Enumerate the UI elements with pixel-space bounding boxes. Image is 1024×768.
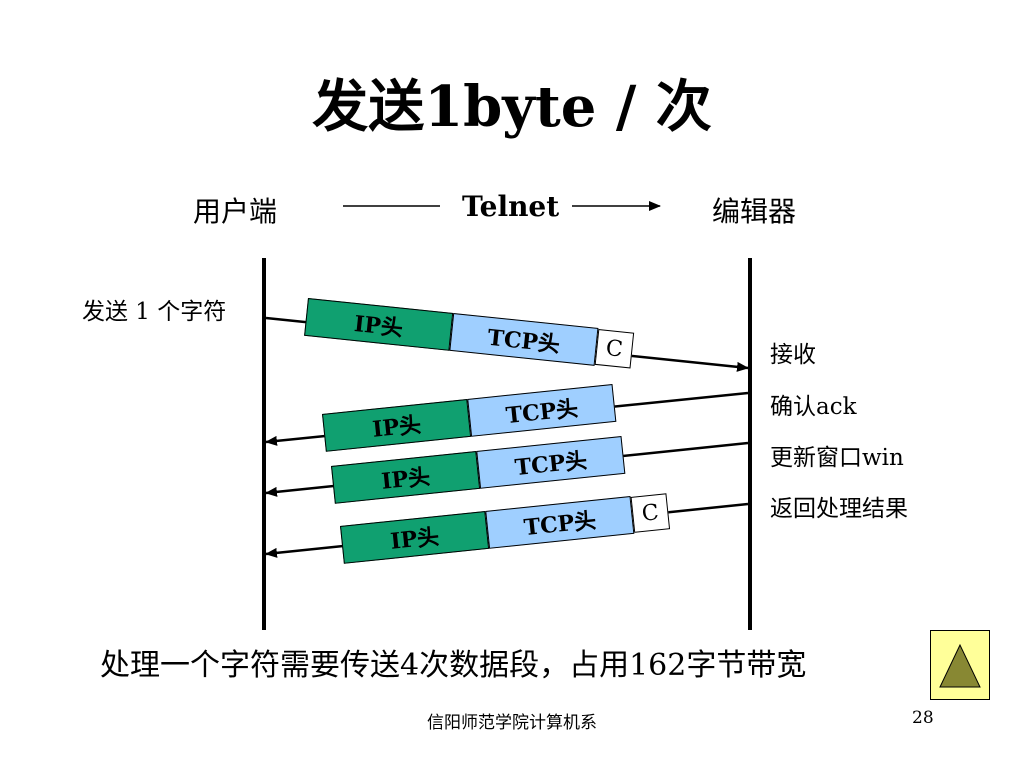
nav-button[interactable] xyxy=(930,630,990,700)
telnet-label: Telnet xyxy=(462,190,560,223)
summary-text: 处理一个字符需要传送4次数据段，占用162字节带宽 xyxy=(100,648,807,683)
footer-text: 信阳师范学院计算机系 xyxy=(427,713,597,733)
char-payload: C xyxy=(594,329,635,369)
right-label-win: 更新窗口win xyxy=(770,445,904,471)
triangle-up-icon xyxy=(939,643,981,688)
right-label-ack: 确认ack xyxy=(770,394,857,420)
right-label-receive: 接收 xyxy=(770,342,816,368)
send-char-label: 发送 1 个字符 xyxy=(82,299,227,325)
editor-label: 编辑器 xyxy=(712,195,797,228)
page-number: 28 xyxy=(912,708,934,728)
page-title: 发送1byte / 次 xyxy=(312,74,712,140)
right-label-result: 返回处理结果 xyxy=(770,496,908,522)
char-payload: C xyxy=(630,493,671,533)
client-label: 用户端 xyxy=(193,195,278,228)
